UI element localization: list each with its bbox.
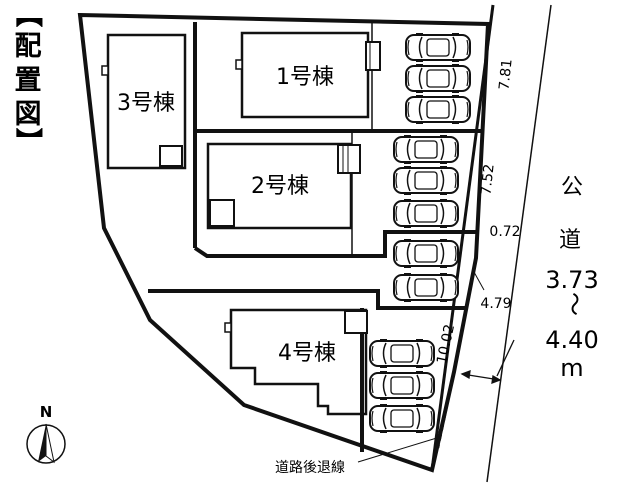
parked-car-icon xyxy=(369,404,435,433)
parked-car-icon xyxy=(393,239,459,268)
compass-n-label: N xyxy=(40,403,53,421)
building-2-entry xyxy=(209,199,235,227)
building-1: 1号棟 xyxy=(235,31,381,119)
setback-callout: 道路後退線 xyxy=(275,436,441,476)
road-width-unit: m xyxy=(560,354,583,382)
dim-4-79-leader xyxy=(473,271,485,291)
parking-area xyxy=(369,33,471,433)
road-width-max: 4.40 xyxy=(545,326,598,354)
parked-car-icon xyxy=(405,64,471,93)
road-width-min: 3.73 xyxy=(545,266,598,294)
road-label-char-1: 公 xyxy=(561,175,583,200)
dim-7-81: 7.81 xyxy=(496,58,515,91)
building-3-footprint xyxy=(106,33,187,170)
title-bracket-close: 】 xyxy=(12,128,43,155)
north-arrow-icon xyxy=(38,424,46,462)
setback-label: 道路後退線 xyxy=(275,460,345,476)
building-4: 4号棟 xyxy=(224,308,368,416)
road-width-separator: ～ xyxy=(560,292,588,316)
site-boundary xyxy=(77,12,491,473)
title-char-2: 置 xyxy=(15,65,42,96)
setback-leader xyxy=(357,436,441,463)
road-opposite-line xyxy=(486,4,552,483)
building-2-footprint xyxy=(206,142,353,230)
road-width-indicator xyxy=(460,339,515,384)
plan-title: 【 配 置 図 】 xyxy=(12,1,43,155)
building-4-label: 4号棟 xyxy=(278,341,336,366)
parked-car-icon xyxy=(369,339,435,368)
dim-4-79: 4.79 xyxy=(480,296,511,312)
parked-car-icon xyxy=(405,95,471,124)
north-compass: N xyxy=(26,403,66,464)
building-4-footprint xyxy=(229,308,368,416)
building-4-meter xyxy=(224,322,232,333)
north-arrow-icon-light xyxy=(45,423,55,464)
road-label-char-2: 道 xyxy=(559,228,581,253)
dim-7-52: 7.52 xyxy=(478,163,497,196)
building-3-meter xyxy=(101,65,109,76)
parked-car-icon xyxy=(393,273,459,302)
road-label: 公 道 3.73 ～ 4.40 m xyxy=(545,175,598,382)
building-1-porch xyxy=(365,41,381,71)
building-3-porch xyxy=(159,145,183,167)
building-3: 3号棟 xyxy=(101,33,187,170)
parked-car-icon xyxy=(405,33,471,62)
parked-car-icon xyxy=(393,166,459,195)
building-1-footprint xyxy=(240,31,370,119)
building-2: 2号棟 xyxy=(206,142,361,230)
dim-0-72: 0.72 xyxy=(489,224,520,240)
building-2-label: 2号棟 xyxy=(251,174,309,199)
building-4-porch xyxy=(344,310,368,334)
building-3-label: 3号棟 xyxy=(117,91,175,116)
lot-lines xyxy=(148,22,483,452)
title-char-3: 図 xyxy=(15,99,42,130)
building-1-label: 1号棟 xyxy=(276,65,334,90)
building-1-meter xyxy=(235,59,243,70)
parked-car-icon xyxy=(393,135,459,164)
title-bracket-open: 【 xyxy=(12,1,43,28)
building-2-porch xyxy=(337,144,361,174)
parked-car-icon xyxy=(393,199,459,228)
road-edge-line xyxy=(430,4,495,471)
title-char-1: 配 xyxy=(15,31,42,62)
parked-car-icon xyxy=(369,371,435,400)
